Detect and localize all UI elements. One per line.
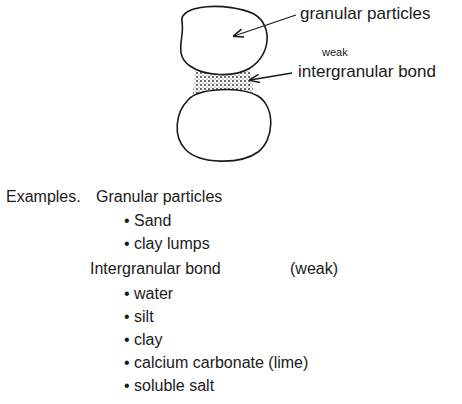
- example-item: • Sand: [124, 212, 171, 230]
- leader-arrow: [250, 73, 292, 80]
- example-item: • clay lumps: [124, 235, 210, 253]
- group-heading: Granular particles: [96, 188, 222, 206]
- example-item: • clay: [124, 331, 163, 349]
- example-item: • water: [124, 285, 173, 303]
- note-label: (weak): [290, 260, 338, 278]
- example-item: • calcium carbonate (lime): [124, 354, 308, 372]
- granular-particle: [177, 90, 271, 162]
- example-item: • soluble salt: [124, 377, 214, 395]
- leader-arrow: [234, 15, 296, 36]
- heading-label: Examples.: [6, 188, 81, 206]
- example-item: • silt: [124, 308, 154, 326]
- note-label: weak: [322, 46, 348, 59]
- group-heading: Intergranular bond: [90, 260, 221, 278]
- part-label: intergranular bond: [298, 62, 436, 82]
- part-label: granular particles: [300, 4, 430, 24]
- granular-particle: [181, 6, 267, 74]
